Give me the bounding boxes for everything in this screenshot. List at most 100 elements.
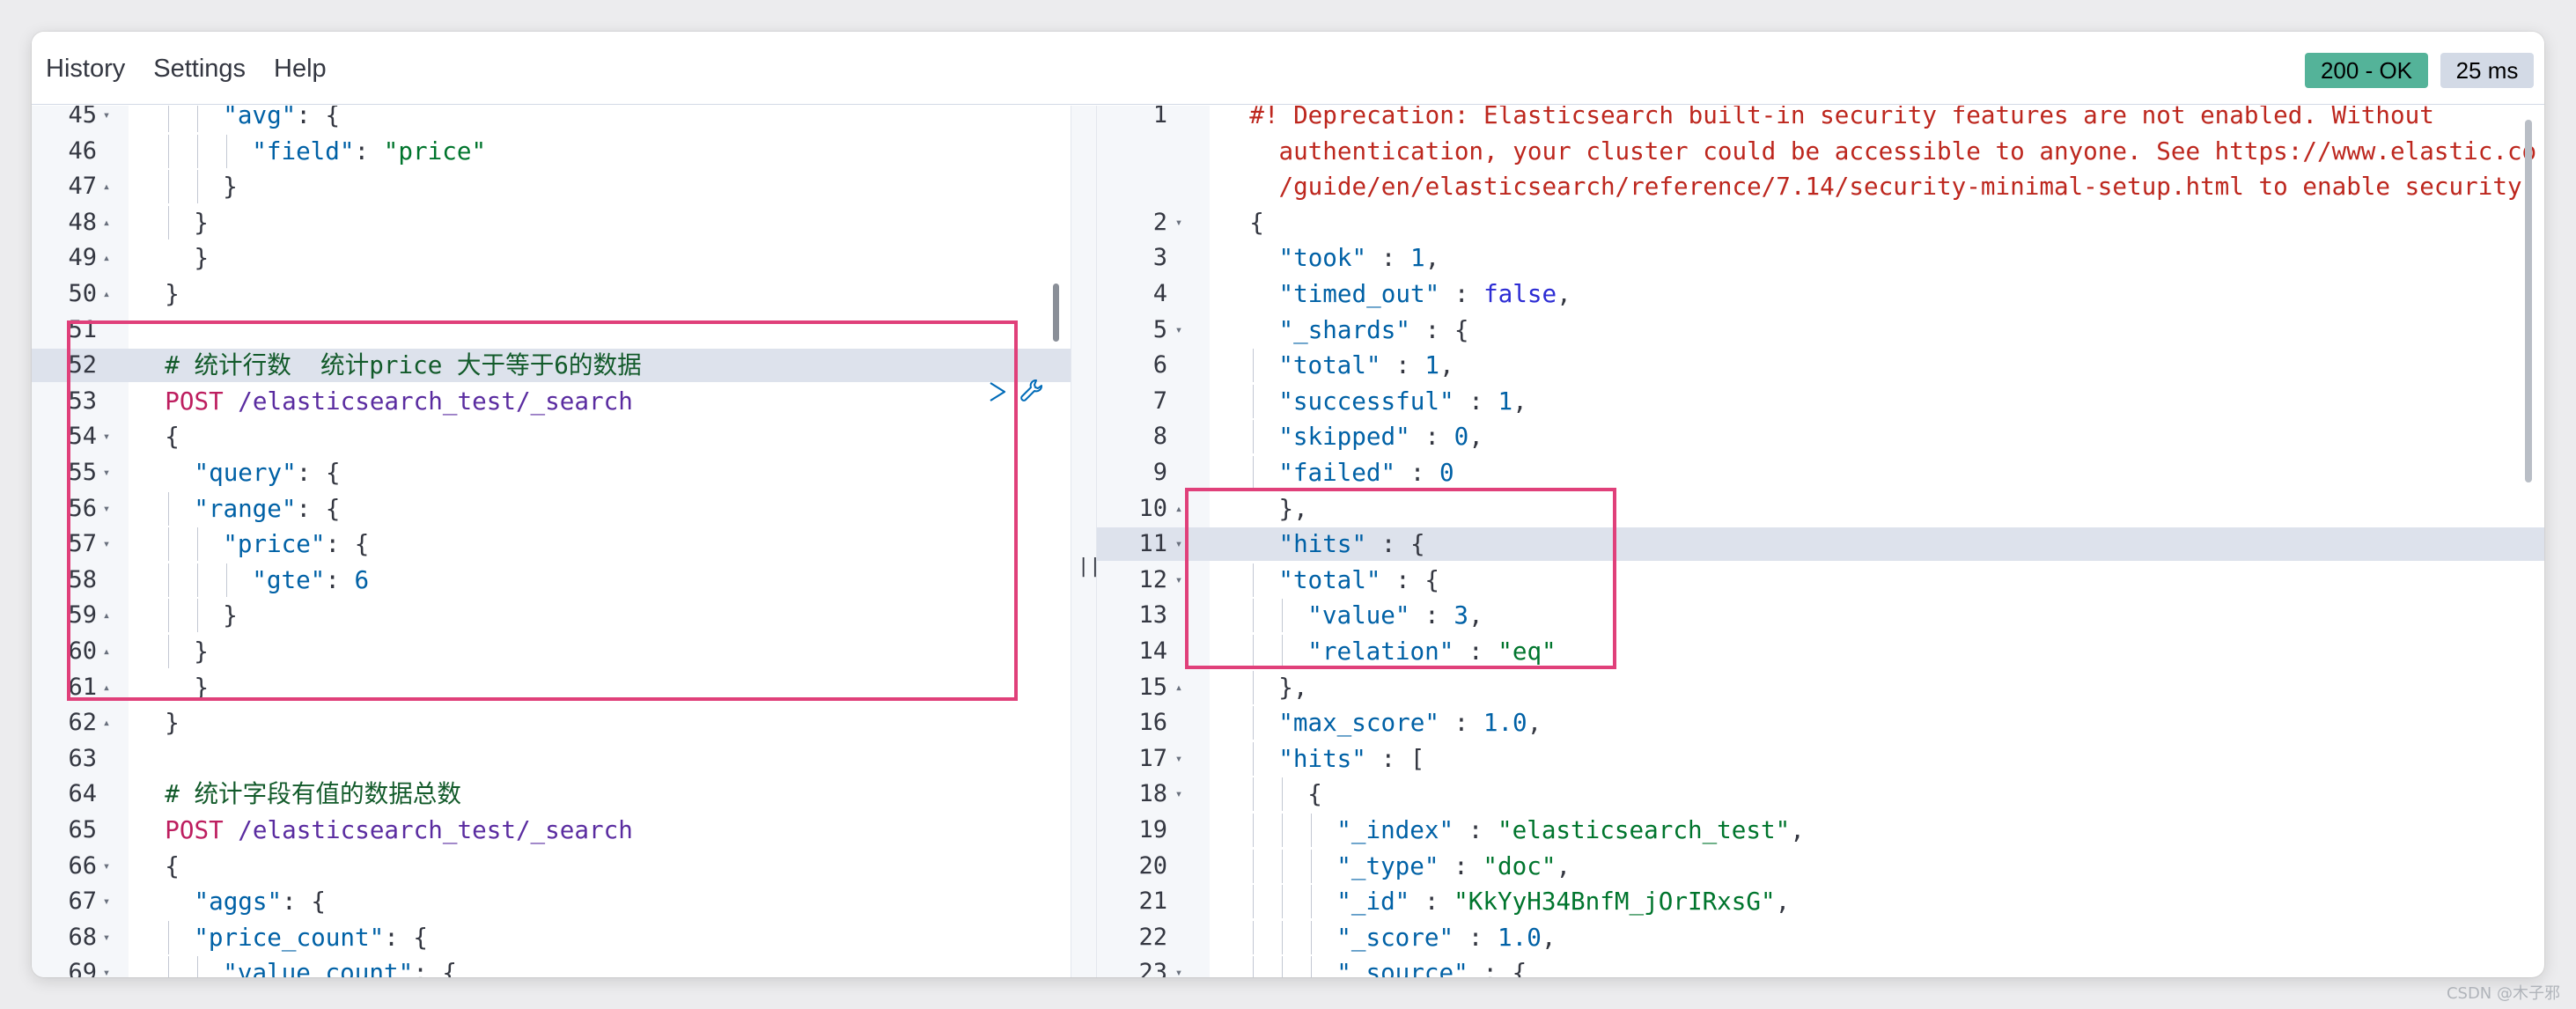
code-line[interactable]: 57▾ "price": { (32, 527, 1071, 562)
fold-toggle-icon[interactable]: ▾ (102, 537, 111, 552)
code-line[interactable]: 20 "_type" : "doc", (1097, 849, 2544, 883)
fold-toggle-icon[interactable]: ▾ (1174, 322, 1183, 337)
fold-toggle-icon[interactable]: ▴ (102, 680, 111, 695)
fold-toggle-icon[interactable]: ▾ (1174, 537, 1183, 552)
menu-history[interactable]: History (46, 54, 126, 83)
fold-toggle-icon[interactable]: ▾ (102, 895, 111, 910)
code-line[interactable]: 60▴ } (32, 635, 1071, 668)
code-line[interactable]: 21 "_id" : "KkYyH34BnfM_jOrIRxsG", (1097, 885, 2544, 919)
fold-toggle-icon[interactable]: ▴ (102, 608, 111, 623)
code-text: } (136, 170, 238, 204)
code-line[interactable]: 6 "total" : 1, (1097, 349, 2544, 383)
play-icon[interactable] (984, 373, 1011, 407)
code-line[interactable]: 54▾ { (32, 420, 1071, 453)
fold-toggle-icon[interactable]: ▾ (1174, 751, 1183, 766)
code-line[interactable]: 64 # 统计字段有值的数据总数 (32, 777, 1071, 811)
code-line[interactable]: 51 (32, 313, 1071, 347)
code-line[interactable]: 7 "successful" : 1, (1097, 384, 2544, 418)
code-token: : { (325, 529, 370, 559)
fold-toggle-icon[interactable]: ▴ (1174, 501, 1183, 516)
code-line[interactable]: 13 "value" : 3, (1097, 599, 2544, 633)
code-line[interactable]: 10▴ }, (1097, 492, 2544, 526)
code-line[interactable]: 4 "timed_out" : false, (1097, 277, 2544, 311)
line-number: 12 (1138, 565, 1167, 593)
code-line[interactable]: 49▴ } (32, 241, 1071, 275)
code-token: , (1790, 815, 1805, 844)
fold-toggle-icon[interactable]: ▾ (1174, 215, 1183, 230)
code-line[interactable]: 58 "gte": 6 (32, 563, 1071, 597)
code-line[interactable]: 55▾ "query": { (32, 456, 1071, 490)
fold-toggle-icon[interactable]: ▾ (102, 466, 111, 480)
code-line[interactable]: 47▴ } (32, 170, 1071, 204)
code-line[interactable]: 53 POST /elasticsearch_test/_search (32, 385, 1071, 418)
code-line[interactable]: 67▾ "aggs": { (32, 885, 1071, 918)
wrench-icon[interactable] (1014, 373, 1049, 407)
menu-settings[interactable]: Settings (153, 54, 247, 83)
code-text: "relation" : "eq" (1220, 635, 1557, 668)
indent-guide (1307, 814, 1336, 847)
indent-guide (1249, 420, 1278, 454)
code-line[interactable]: 63 (32, 742, 1071, 776)
code-text: "value" : 3, (1220, 599, 1483, 633)
fold-toggle-icon[interactable]: ▴ (102, 251, 111, 266)
code-line[interactable]: 15▴ }, (1097, 670, 2544, 704)
code-line[interactable]: 22 "_score" : 1.0, (1097, 920, 2544, 954)
fold-toggle-icon[interactable]: ▴ (102, 644, 111, 659)
code-line[interactable]: 17▾ "hits" : [ (1097, 741, 2544, 776)
code-line[interactable]: 66▾ { (32, 850, 1071, 883)
code-line[interactable]: 8 "skipped" : 0, (1097, 420, 2544, 454)
code-line[interactable]: 16 "max_score" : 1.0, (1097, 706, 2544, 740)
code-line[interactable]: 5▾ "_shards" : { (1097, 313, 2544, 347)
code-line[interactable]: 1 #! Deprecation: Elasticsearch built-in… (1097, 106, 2544, 132)
request-scrollbar[interactable] (1053, 284, 1059, 342)
fold-toggle-icon[interactable]: ▴ (102, 287, 111, 301)
code-line[interactable]: 45▾ "avg": { (32, 106, 1071, 132)
code-line[interactable]: 11▾ "hits" : { (1097, 527, 2544, 562)
code-token: 0 (1454, 422, 1469, 452)
code-line[interactable]: 52 # 统计行数 统计price 大于等于6的数据 (32, 349, 1071, 383)
code-line[interactable]: 59▴ } (32, 599, 1071, 633)
code-line[interactable]: 68▾ "price_count": { (32, 920, 1071, 954)
menu-help[interactable]: Help (274, 54, 327, 83)
fold-toggle-icon[interactable]: ▴ (1174, 680, 1183, 695)
fold-toggle-icon[interactable]: ▾ (102, 858, 111, 873)
fold-toggle-icon[interactable]: ▾ (1174, 966, 1183, 977)
code-line[interactable]: 12▾ "total" : { (1097, 563, 2544, 597)
code-line[interactable]: 48▴ } (32, 205, 1071, 239)
indent-guide (1249, 349, 1278, 383)
fold-toggle-icon[interactable]: ▾ (102, 930, 111, 945)
code-line[interactable]: 14 "relation" : "eq" (1097, 635, 2544, 668)
response-scrollbar[interactable] (2525, 120, 2532, 482)
code-line[interactable]: 19 "_index" : "elasticsearch_test", (1097, 814, 2544, 847)
code-line[interactable]: 65 POST /elasticsearch_test/_search (32, 814, 1071, 847)
fold-toggle-icon[interactable]: ▾ (1174, 787, 1183, 802)
fold-toggle-icon[interactable]: ▾ (102, 108, 111, 122)
fold-toggle-icon[interactable]: ▾ (102, 501, 111, 516)
code-line[interactable]: 18▾ { (1097, 777, 2544, 812)
code-text (136, 313, 165, 347)
code-line[interactable]: 3 "took" : 1, (1097, 241, 2544, 275)
code-line[interactable]: 23▾ "_source" : { (1097, 956, 2544, 977)
code-line[interactable]: 2▾ { (1097, 206, 2544, 239)
fold-toggle-icon[interactable]: ▴ (102, 180, 111, 195)
fold-toggle-icon[interactable]: ▴ (102, 716, 111, 731)
fold-toggle-icon[interactable]: ▴ (102, 215, 111, 230)
code-token: , (1557, 279, 1571, 308)
fold-toggle-icon[interactable]: ▾ (102, 430, 111, 445)
response-editor[interactable]: 1 #! Deprecation: Elasticsearch built-in… (1097, 106, 2544, 977)
request-editor[interactable]: 45▾ "avg": {46 "field": "price"47▴ }48▴ … (32, 106, 1071, 977)
code-line[interactable]: /guide/en/elasticsearch/reference/7.14/s… (1097, 170, 2544, 203)
code-line[interactable]: 56▾ "range": { (32, 491, 1071, 526)
code-line[interactable]: 61▴ } (32, 671, 1071, 704)
drag-handle-icon[interactable]: || (1078, 556, 1101, 578)
code-line[interactable]: 46 "field": "price" (32, 134, 1071, 168)
code-line[interactable]: 69▾ "value_count": { (32, 956, 1071, 977)
code-line[interactable]: 50▴ } (32, 277, 1071, 311)
code-token: , (1512, 386, 1527, 416)
code-line[interactable]: authentication, your cluster could be ac… (1097, 135, 2544, 168)
code-line[interactable]: 9 "failed" : 0 (1097, 456, 2544, 490)
fold-toggle-icon[interactable]: ▾ (1174, 572, 1183, 587)
fold-toggle-icon[interactable]: ▾ (102, 966, 111, 977)
pane-resizer[interactable] (1071, 106, 1097, 977)
code-line[interactable]: 62▴ } (32, 706, 1071, 740)
